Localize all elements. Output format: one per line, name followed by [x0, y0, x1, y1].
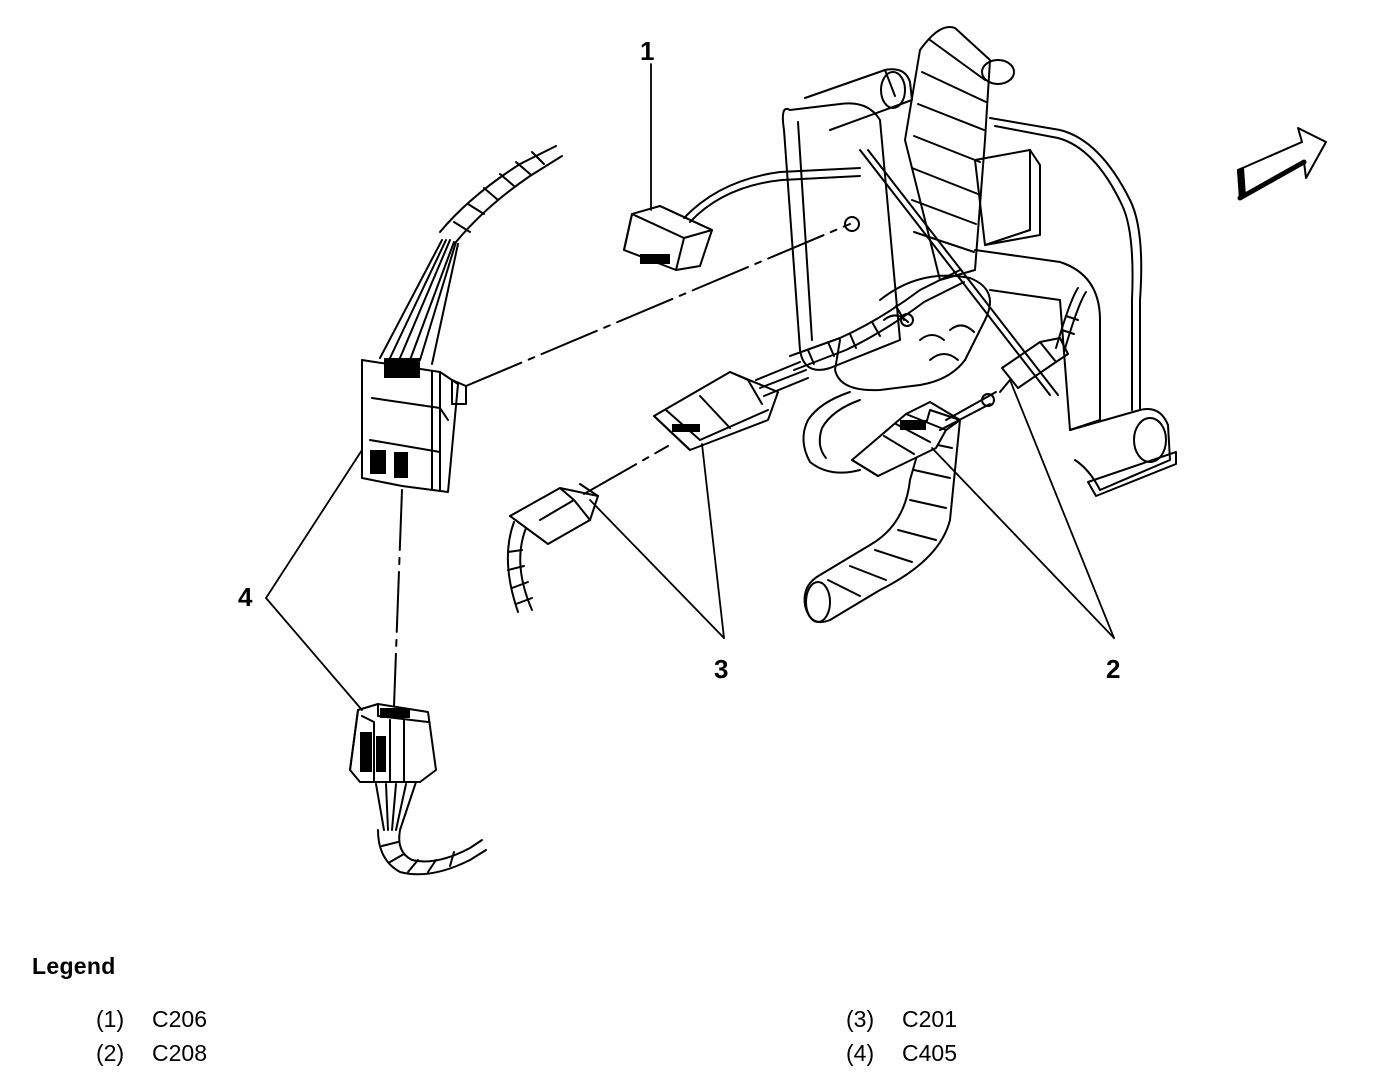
connector-c405-lower	[349, 703, 487, 876]
connector-c208	[851, 391, 997, 477]
legend-item: (4) C405	[846, 1040, 957, 1067]
legend-item: (1) C206	[96, 1006, 207, 1033]
legend-item: (3) C201	[846, 1006, 957, 1033]
legend-item-label: C201	[902, 1006, 957, 1032]
legend-item: (2) C208	[96, 1040, 207, 1067]
legend-item-number: (2)	[96, 1040, 125, 1066]
legend-item-number: (3)	[846, 1006, 875, 1032]
connector-c405-upper	[361, 145, 563, 493]
legend-item-label: C405	[902, 1040, 957, 1066]
callout-2: 2	[1106, 654, 1120, 684]
legend-item-number: (4)	[846, 1040, 875, 1066]
callout-3: 3	[714, 654, 728, 684]
legend-item-label: C208	[152, 1040, 207, 1066]
legend-title: Legend	[32, 953, 116, 979]
vehicle-structure	[781, 26, 1177, 624]
legend: Legend (1) C206 (2) C208 (3) C201 (4) C405	[0, 940, 1392, 1070]
front-direction-arrow-icon	[1237, 127, 1327, 201]
connector-c201	[506, 269, 965, 613]
callout-leader-lines	[265, 63, 1115, 711]
callout-1: 1	[640, 36, 654, 66]
connector-c206	[623, 167, 861, 271]
legend-item-number: (1)	[96, 1006, 125, 1032]
legend-item-label: C206	[152, 1006, 207, 1032]
connection-leader-lines	[393, 223, 1011, 707]
connector-location-diagram: 1 2 3 4	[238, 26, 1327, 876]
callout-4: 4	[238, 582, 253, 612]
